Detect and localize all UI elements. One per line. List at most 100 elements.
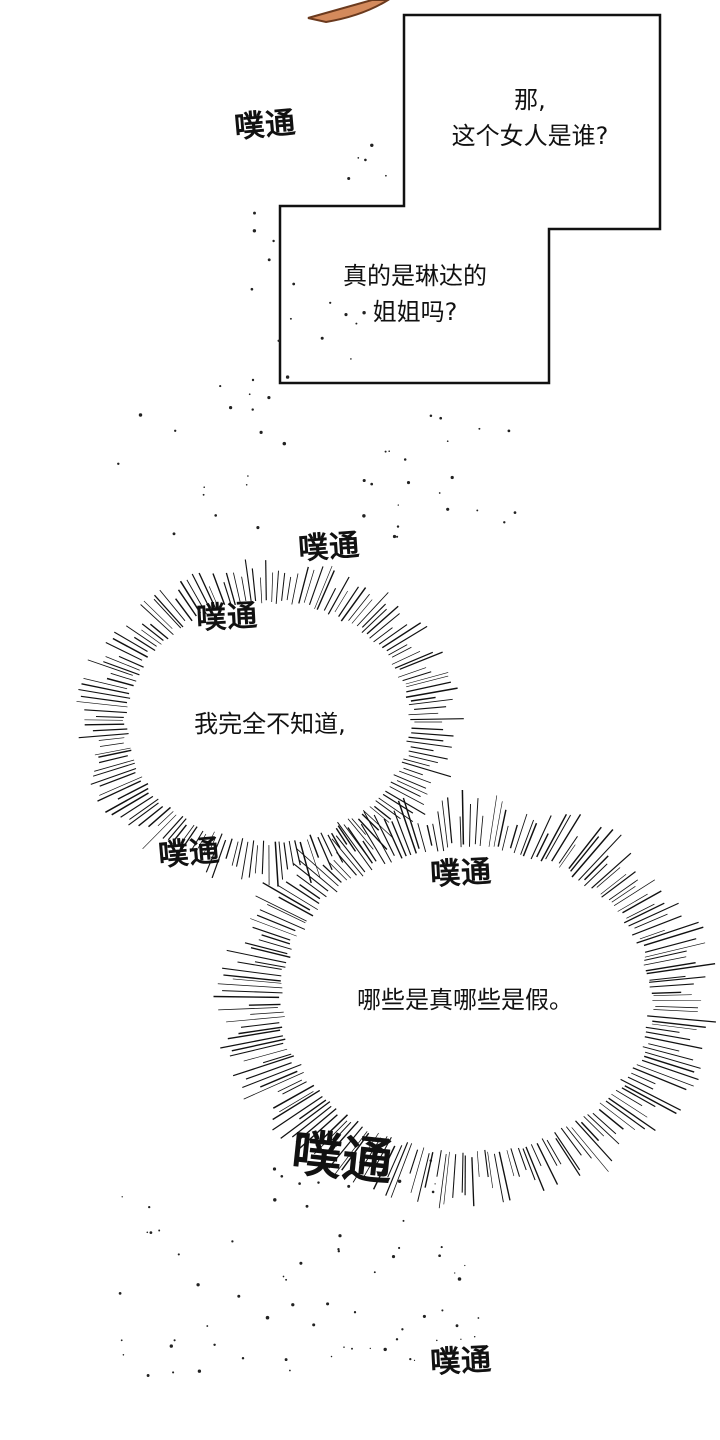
burst-ray: [410, 718, 464, 721]
speck: [476, 509, 479, 512]
burst-ray: [385, 1142, 409, 1196]
speck: [172, 532, 176, 536]
speck: [265, 1315, 270, 1320]
burst-ray: [262, 882, 311, 911]
burst-ray: [211, 839, 227, 879]
burst-ray: [84, 719, 123, 721]
burst-ray: [487, 1151, 494, 1189]
burst-ray: [262, 1053, 292, 1064]
speck: [285, 1278, 288, 1281]
burst-ray: [636, 1064, 694, 1087]
burst-ray: [255, 895, 307, 922]
burst-ray: [92, 728, 128, 732]
burst-ray: [641, 1059, 699, 1081]
burst-ray: [83, 678, 128, 690]
burst-ray: [265, 560, 267, 601]
burst-ray: [653, 994, 692, 996]
burst-ray: [103, 661, 140, 676]
burst-ray: [644, 950, 687, 961]
speck: [475, 1346, 477, 1348]
burst-ray: [584, 863, 608, 887]
burst-ray: [282, 1081, 307, 1095]
speck: [267, 396, 271, 400]
burst-ray: [348, 593, 370, 621]
burst-ray: [244, 942, 288, 955]
burst-ray: [261, 840, 265, 875]
burst-ray: [530, 815, 552, 860]
speck: [395, 1338, 399, 1341]
burst-ray: [626, 903, 655, 919]
burst-ray: [189, 830, 204, 853]
speck: [330, 1355, 333, 1358]
burst-ray: [105, 656, 140, 671]
burst-ray: [592, 1112, 617, 1135]
burst-ray: [417, 823, 427, 853]
burst-ray: [320, 832, 333, 857]
burst-ray: [340, 587, 367, 622]
speck: [248, 393, 251, 396]
speck: [284, 1358, 288, 1362]
burst-ray: [644, 942, 706, 958]
burst-ray: [452, 1154, 457, 1198]
burst-ray: [331, 1121, 352, 1144]
speck: [369, 1347, 371, 1350]
burst-ray: [330, 832, 341, 849]
burst-ray: [94, 759, 135, 772]
speck: [401, 1328, 404, 1331]
speck: [251, 408, 254, 411]
burst-ray: [327, 834, 344, 863]
burst-ray: [363, 1136, 388, 1178]
burst-ray: [90, 767, 137, 785]
burst-ray: [352, 1137, 382, 1183]
burst-ray: [651, 991, 682, 994]
burst-ray: [244, 559, 252, 602]
speck: [362, 311, 366, 315]
burst-ray: [99, 776, 143, 796]
burst-ray: [254, 961, 286, 968]
burst-ray: [272, 1089, 321, 1121]
burst-ray: [277, 884, 319, 911]
speck: [250, 287, 254, 291]
burst-ray: [275, 570, 279, 604]
burst-ray: [334, 1131, 368, 1176]
burst-ray: [288, 840, 294, 866]
speck: [370, 482, 374, 486]
burst-ray: [233, 572, 241, 605]
burst-ray: [628, 902, 679, 927]
burst-ray: [335, 1120, 359, 1147]
speck: [337, 1248, 340, 1251]
burst-ray: [308, 566, 324, 605]
speck: [337, 1250, 340, 1253]
burst-ray: [362, 840, 377, 862]
speck: [357, 157, 360, 159]
speck: [277, 339, 280, 343]
speck: [351, 1347, 353, 1350]
speck: [272, 239, 275, 243]
burst-ray: [208, 837, 217, 854]
speck: [460, 1338, 462, 1340]
burst-ray: [279, 1091, 314, 1113]
burst-ray: [250, 918, 297, 937]
speck: [364, 158, 367, 162]
burst-ray: [405, 687, 458, 699]
burst-caption-1: 我完全不知道,: [194, 710, 346, 738]
burst-ray: [391, 650, 421, 665]
burst-ray: [378, 797, 414, 822]
burst-ray: [335, 835, 366, 873]
speck: [478, 427, 481, 430]
burst-ray: [248, 840, 255, 878]
speck: [298, 1182, 301, 1185]
burst-ray: [536, 833, 549, 858]
burst-ray: [634, 913, 668, 929]
burst-ray: [248, 1003, 281, 1006]
burst-ray: [154, 594, 184, 628]
burst-ray: [643, 956, 687, 966]
burst-ray: [81, 683, 130, 695]
burst-ray: [373, 814, 395, 856]
burst-ray: [213, 995, 280, 999]
burst-ray: [644, 1051, 701, 1069]
burst-ray: [277, 1079, 303, 1093]
burst-ray: [394, 651, 434, 669]
burst-ray: [337, 825, 357, 852]
